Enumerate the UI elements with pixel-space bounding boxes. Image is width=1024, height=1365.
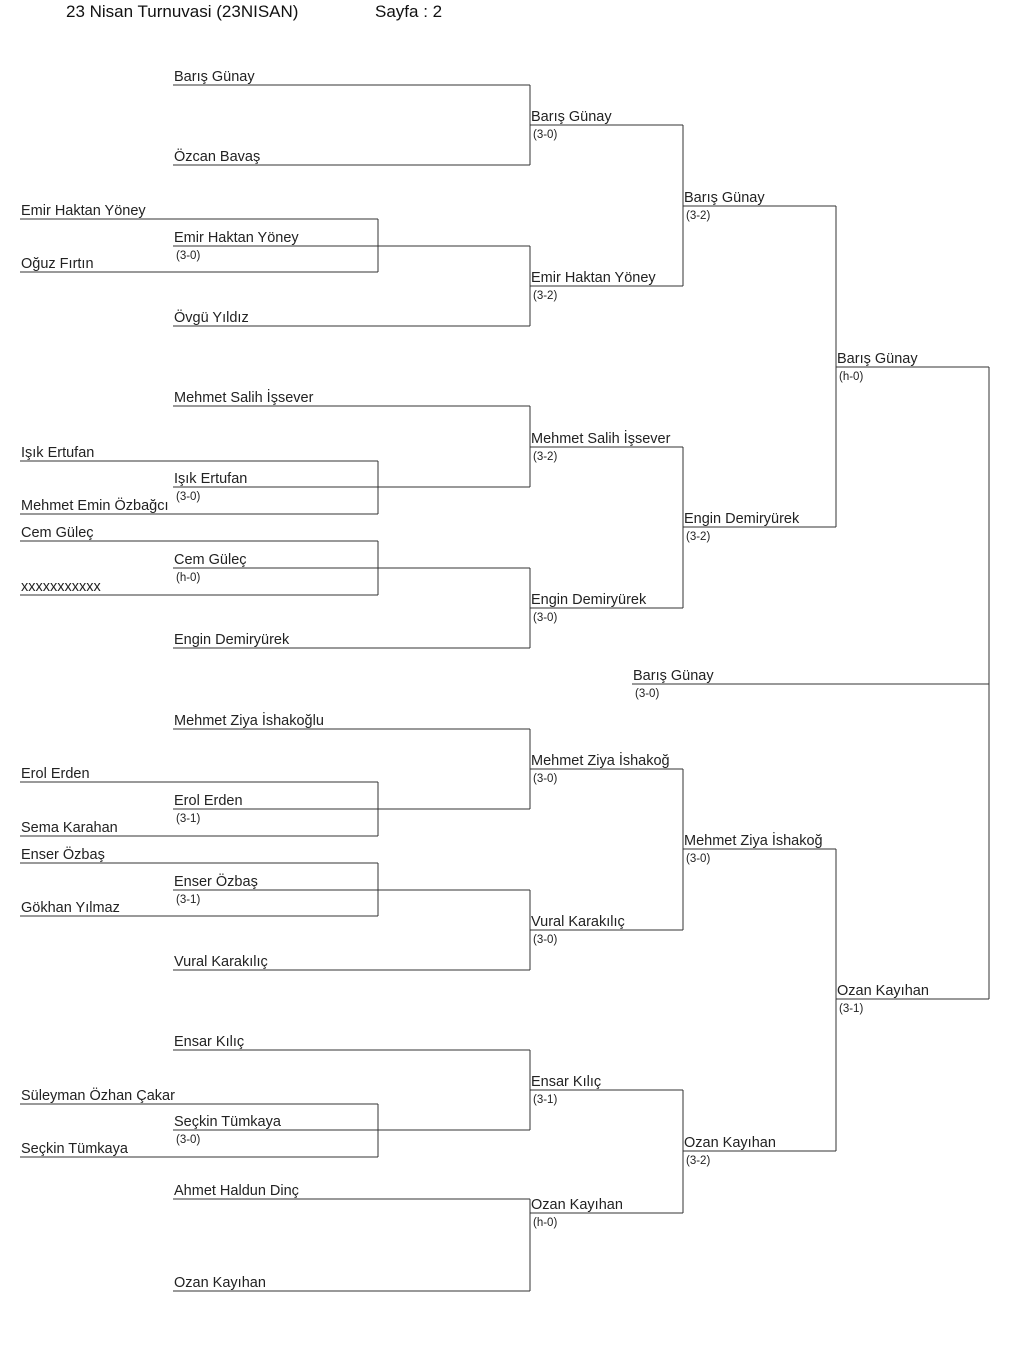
player-name: Engin Demiryürek <box>684 511 800 527</box>
player-name: Ozan Kayıhan <box>684 1135 776 1151</box>
player-name: Barış Günay <box>531 109 612 125</box>
player-name: Mehmet Emin Özbağcı <box>21 496 168 514</box>
match-score: (h-0) <box>176 572 200 584</box>
player-name: Gökhan Yılmaz <box>21 900 120 916</box>
player-name: Barış Günay <box>684 190 765 206</box>
match-score: (3-1) <box>533 1094 557 1106</box>
match-score: (3-2) <box>533 290 557 302</box>
player-name: Cem Güleç <box>174 552 247 568</box>
champion-name: Barış Günay <box>633 668 714 684</box>
player-name: Barış Günay <box>837 351 918 367</box>
match-score: (3-1) <box>176 813 200 825</box>
player-name: Enser Özbaş <box>21 845 105 863</box>
match-score: (3-0) <box>176 1134 200 1146</box>
player-name: Seçkin Tümkaya <box>21 1141 129 1157</box>
player-name: Özcan Bavaş <box>174 147 260 165</box>
player-name: Süleyman Özhan Çakar <box>21 1086 175 1104</box>
match-score: (3-2) <box>686 531 710 543</box>
page-number: Sayfa : 2 <box>375 2 443 21</box>
player-name: Engin Demiryürek <box>174 632 290 648</box>
player-name: Erol Erden <box>21 766 90 782</box>
player-name: Erol Erden <box>174 793 243 809</box>
player-name: Cem Güleç <box>21 525 94 541</box>
player-name: Ozan Kayıhan <box>531 1197 623 1213</box>
player-name: Barış Günay <box>174 69 255 85</box>
match-score: (h-0) <box>533 1217 557 1229</box>
player-name: Enser Özbaş <box>174 872 258 890</box>
player-name: Övgü Yıldız <box>174 308 249 326</box>
player-name: Emir Haktan Yöney <box>531 270 656 286</box>
player-name: xxxxxxxxxxx <box>21 579 102 595</box>
player-name: Ensar Kılıç <box>174 1034 244 1050</box>
match-score: (3-0) <box>686 853 710 865</box>
match-score: (3-0) <box>533 129 557 141</box>
player-name: Vural Karakılıç <box>174 954 268 970</box>
match-score: (3-0) <box>533 934 557 946</box>
player-name: Emir Haktan Yöney <box>21 203 146 219</box>
player-name: Mehmet Ziya İshakoğ <box>531 751 670 769</box>
match-score: (3-0) <box>176 250 200 262</box>
match-score: (3-2) <box>533 451 557 463</box>
match-score: (3-2) <box>686 1155 710 1167</box>
tournament-title: 23 Nisan Turnuvasi (23NISAN) <box>66 2 299 21</box>
player-name: Engin Demiryürek <box>531 592 647 608</box>
match-score: (3-1) <box>839 1003 863 1015</box>
player-name: Mehmet Ziya İshakoğ <box>684 831 823 849</box>
player-name: Işık Ertufan <box>21 445 94 461</box>
player-name: Işık Ertufan <box>174 471 247 487</box>
player-name: Ozan Kayıhan <box>174 1275 266 1291</box>
match-score: (3-0) <box>533 773 557 785</box>
player-name: Mehmet Salih İşsever <box>531 429 671 447</box>
player-name: Mehmet Salih İşsever <box>174 388 314 406</box>
match-score: (3-1) <box>176 894 200 906</box>
player-name: Seçkin Tümkaya <box>174 1114 282 1130</box>
match-score: (3-0) <box>176 491 200 503</box>
champion-score: (3-0) <box>635 688 659 700</box>
player-name: Ahmet Haldun Dinç <box>174 1183 299 1199</box>
player-name: Ensar Kılıç <box>531 1074 601 1090</box>
player-name: Sema Karahan <box>21 820 118 836</box>
match-score: (h-0) <box>839 371 863 383</box>
match-score: (3-2) <box>686 210 710 222</box>
player-name: Emir Haktan Yöney <box>174 230 299 246</box>
player-name: Ozan Kayıhan <box>837 983 929 999</box>
player-name: Mehmet Ziya İshakoğlu <box>174 711 324 729</box>
match-score: (3-0) <box>533 612 557 624</box>
player-name: Vural Karakılıç <box>531 914 625 930</box>
player-name: Oğuz Fırtın <box>21 256 94 272</box>
